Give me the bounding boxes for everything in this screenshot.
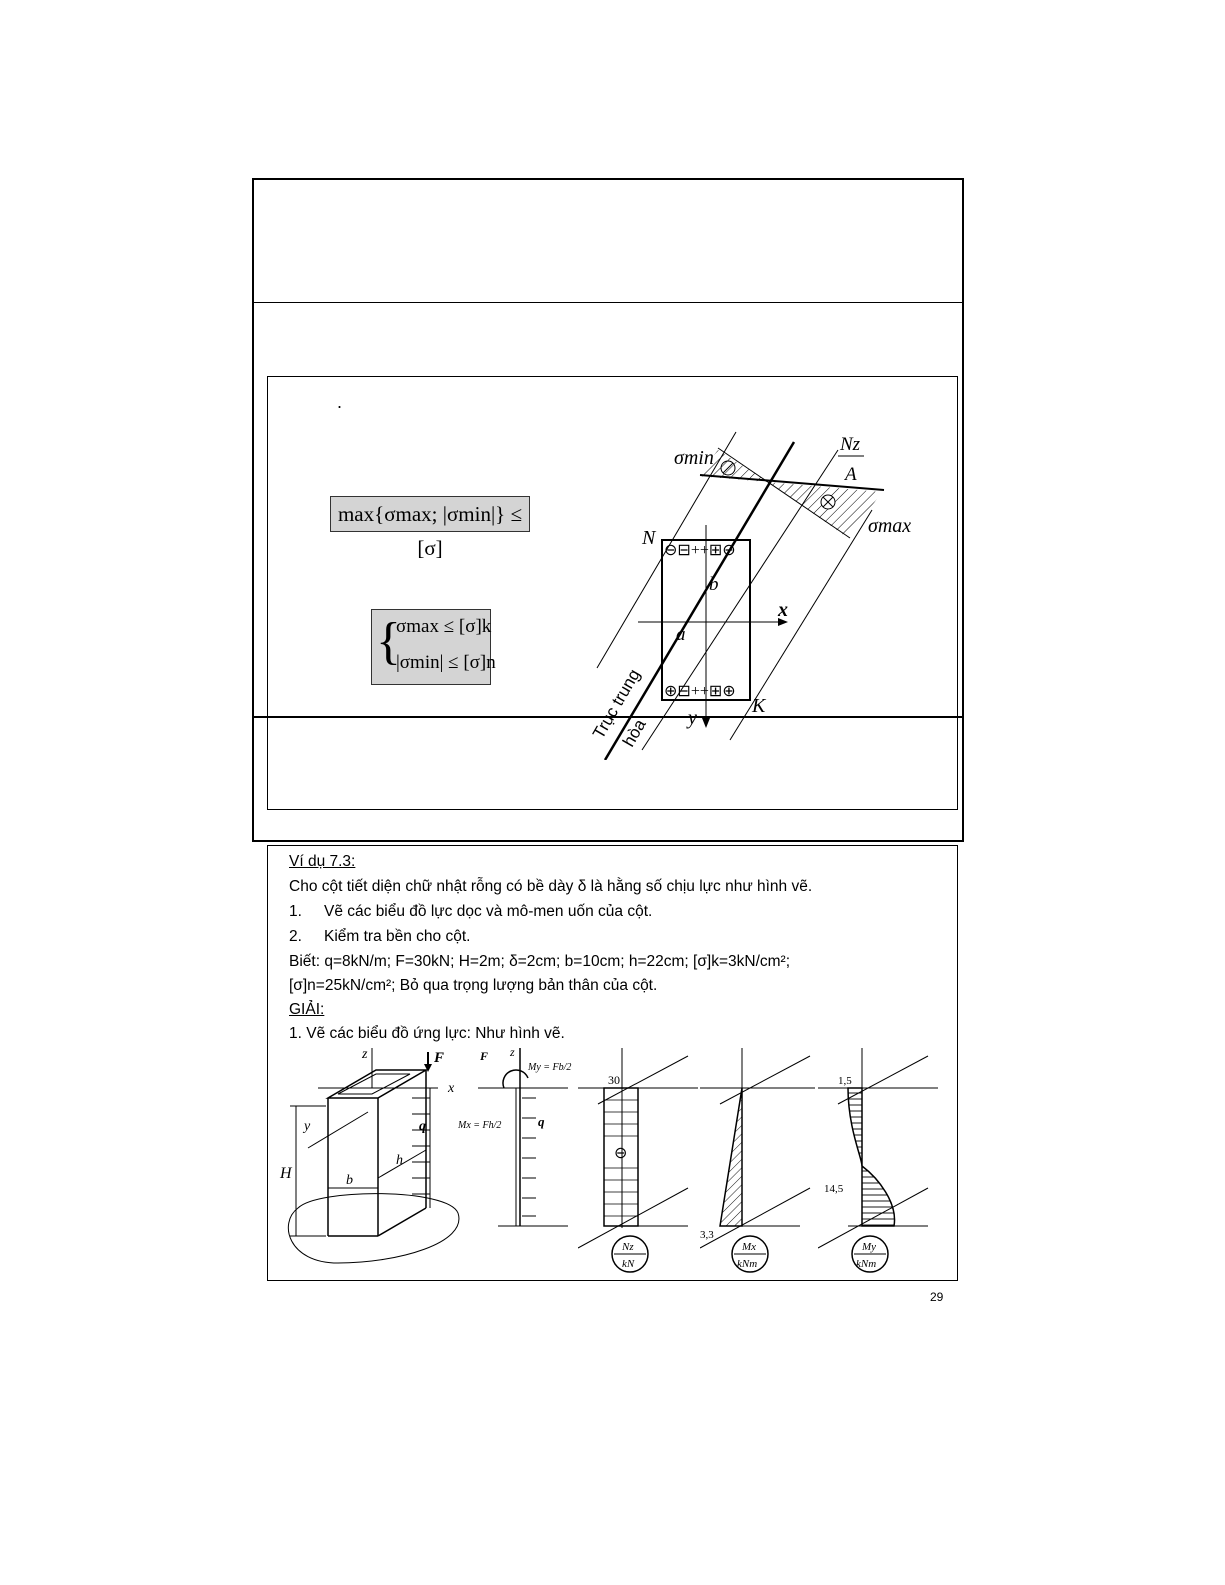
- distributed-load-q: [412, 1088, 431, 1208]
- fb-f-label: F: [479, 1049, 488, 1063]
- h-height-label: H: [279, 1165, 293, 1182]
- given-data-line-1: Biết: q=8kN/m; F=30kN; H=2m; δ=2cm; b=10…: [289, 953, 791, 970]
- nz-sign: ⊖: [614, 1145, 627, 1162]
- example-item-1-number: 1.: [289, 903, 302, 920]
- mx-moment-label: Mx = Fh/2: [458, 1120, 501, 1131]
- b-label: b: [346, 1173, 353, 1188]
- example-item-1: Vẽ các biểu đồ lực dọc và mô-men uốn của…: [324, 903, 653, 920]
- x-label: x: [447, 1081, 455, 1096]
- my-diagram: 1,5 14,5 My kNm: [818, 1048, 938, 1273]
- nz-unit-circle: [611, 1235, 649, 1273]
- fb-q-label: q: [538, 1114, 545, 1129]
- stress-base-line: [699, 474, 885, 491]
- h-label: h: [396, 1153, 403, 1168]
- point-k-label: K: [751, 695, 767, 717]
- boundary-line-right: [729, 509, 873, 741]
- mx-unit-num: Mx: [741, 1241, 756, 1253]
- fb-z-label: z: [509, 1048, 515, 1059]
- combined-formula-text: max{σmax; |σmin|} ≤ [σ]: [337, 502, 523, 560]
- y-label: y: [302, 1119, 311, 1134]
- nz-label: Nz: [839, 434, 861, 455]
- strength-condition-formula: max{σmax; |σmin|} ≤ [σ]: [330, 496, 530, 560]
- dim-a-label: a: [676, 624, 686, 645]
- sigma-max-label: σmax: [868, 515, 911, 537]
- q-label: q: [419, 1119, 426, 1134]
- my-moment-label: My = Fb/2: [527, 1062, 571, 1073]
- x-axis-arrow-icon: [778, 618, 788, 626]
- column-figure: z F x y q H b h: [279, 1048, 460, 1264]
- given-data-line-2: [σ]n=25kN/cm²; Bỏ qua trọng lượng bản th…: [289, 977, 658, 994]
- page-number: 29: [930, 1290, 944, 1304]
- sigma-min-label: σmin: [674, 447, 714, 469]
- bullet-dot: .: [337, 392, 343, 412]
- minus-sign-icon: [720, 460, 736, 476]
- my-unit-den: kNm: [856, 1258, 876, 1270]
- my-positive-region: [861, 1164, 896, 1227]
- y-axis-label: y: [686, 707, 697, 729]
- area-label: A: [843, 464, 857, 485]
- my-unit-circle: [851, 1235, 889, 1273]
- solution-label: GIẢI:: [289, 1001, 325, 1018]
- depth-dimension: [377, 1149, 427, 1179]
- formula-line-1: σmax ≤ [σ]k: [396, 616, 492, 637]
- dim-b-label: b: [709, 574, 719, 595]
- content-box: [267, 376, 958, 810]
- nz-value: 30: [608, 1073, 620, 1087]
- tension-stress-zone: [768, 482, 882, 538]
- f-label: F: [433, 1050, 444, 1066]
- slide-title-divider: [252, 302, 964, 303]
- formula-line-2: |σmin| ≤ [σ]n: [396, 652, 496, 673]
- example-item-2-number: 2.: [289, 928, 302, 945]
- mx-unit-den: kNm: [737, 1258, 757, 1270]
- example-panel: [267, 845, 958, 1281]
- y-axis-arrow-icon: [702, 718, 710, 728]
- neutral-axis-line: [603, 441, 796, 760]
- mx-triangle: [719, 1087, 743, 1227]
- compression-stress-zone: [698, 450, 768, 482]
- mx-diagram: 3,3 Mx kNm: [700, 1048, 815, 1273]
- example-item-2: Kiểm tra bền cho cột.: [324, 928, 471, 945]
- bottom-fiber-signs: ⊕⊟++⊞⊕: [664, 683, 736, 700]
- z-label: z: [361, 1048, 368, 1062]
- mx-unit-circle: [731, 1235, 769, 1273]
- stress-distribution-diagram: σmin σmax Nz A N K b a x y ⊖⊟++⊞⊖ ⊕⊟++⊞⊕…: [589, 431, 911, 760]
- x-axis-label: x: [777, 599, 788, 621]
- point-n-label: N: [641, 527, 657, 549]
- my-value-mid: 14,5: [824, 1183, 844, 1195]
- nz-unit-num: Nz: [621, 1241, 634, 1253]
- nz-unit-den: kN: [622, 1258, 635, 1270]
- distributed-load-q: [522, 1097, 536, 1217]
- ground-outline: [288, 1193, 460, 1264]
- my-negative-region: [847, 1087, 863, 1167]
- example-title: Ví dụ 7.3:: [289, 853, 356, 870]
- slide-frame: [252, 178, 964, 842]
- solution-step-1: 1. Vẽ các biểu đồ ứng lực: Như hình vẽ.: [289, 1025, 565, 1042]
- top-fiber-signs: ⊖⊟++⊞⊖: [664, 542, 736, 559]
- my-value-top: 1,5: [838, 1075, 852, 1087]
- free-body-figure: F z My = Fb/2 Mx = Fh/2 q: [458, 1048, 571, 1227]
- slide-bottom-divider: [252, 716, 964, 718]
- stress-profile-line: [717, 447, 851, 539]
- moment-arc-icon: [502, 1069, 529, 1089]
- separate-strength-formula: { σmax ≤ [σ]k |σmin| ≤ [σ]n: [371, 609, 496, 685]
- brace-glyph: {: [376, 613, 401, 670]
- my-unit-num: My: [861, 1241, 876, 1253]
- y-axis: [307, 1111, 369, 1149]
- nz-diagram: 30 ⊖ Nz kN: [578, 1048, 698, 1273]
- mx-value: 3,3: [700, 1229, 714, 1241]
- example-intro: Cho cột tiết diện chữ nhật rỗng có bề dà…: [289, 878, 813, 895]
